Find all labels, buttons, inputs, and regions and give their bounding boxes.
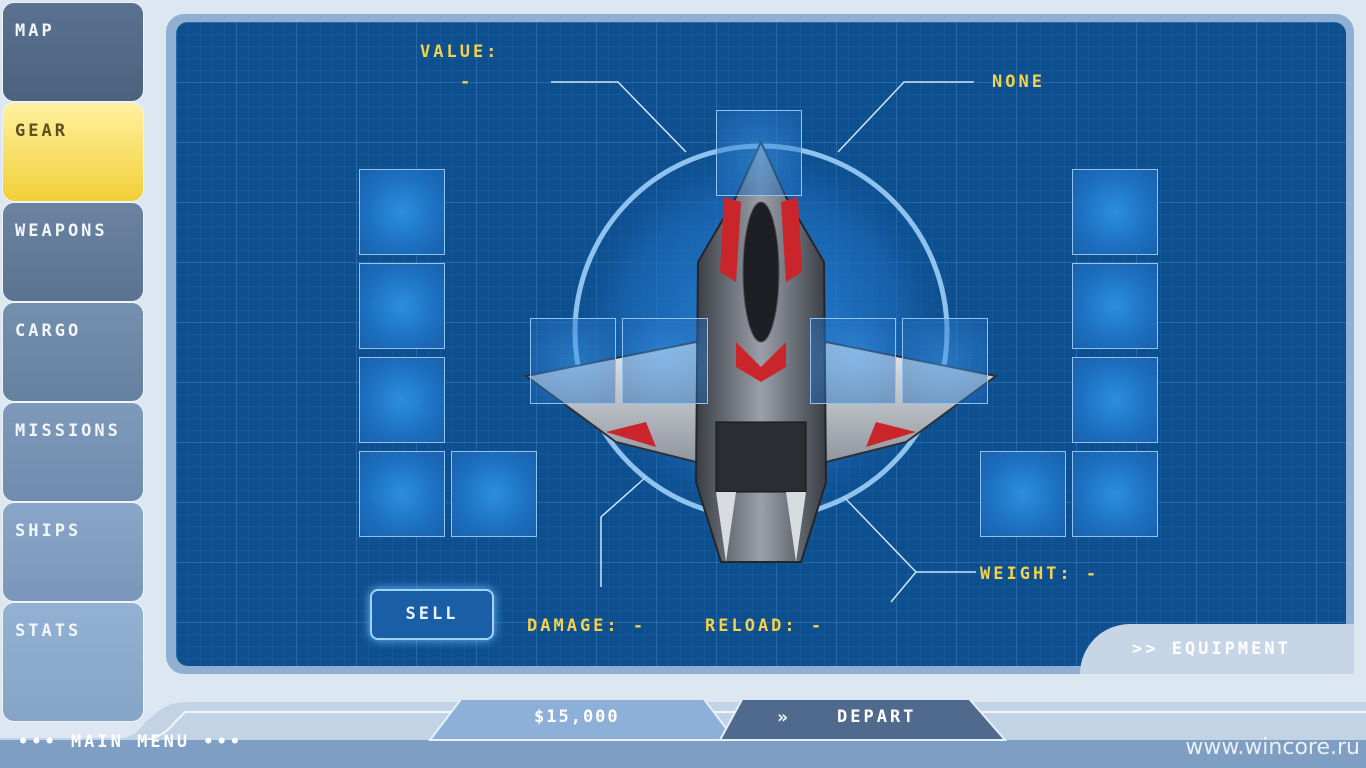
damage-label: DAMAGE: -: [527, 616, 647, 636]
inventory-slot[interactable]: [980, 451, 1066, 537]
equipment-tab-label: >> EQUIPMENT: [1132, 639, 1291, 659]
value-label: VALUE:: [420, 42, 500, 62]
ship-cockpit: [742, 201, 780, 343]
connector-lines: [551, 81, 976, 603]
depart-button[interactable]: » DEPART: [745, 694, 1005, 740]
slot-right-wing-outer[interactable]: [902, 318, 988, 404]
double-chevron-right-icon: »: [777, 707, 788, 728]
inventory-slot[interactable]: [359, 451, 445, 537]
tab-gear[interactable]: GEAR: [2, 102, 144, 202]
tab-map[interactable]: MAP: [2, 2, 144, 102]
tab-weapons[interactable]: WEAPONS: [2, 202, 144, 302]
tab-ships-label: SHIPS: [15, 521, 82, 541]
tab-gear-label: GEAR: [15, 121, 68, 141]
sell-button[interactable]: SELL: [370, 589, 494, 640]
slot-right-wing-inner[interactable]: [810, 318, 896, 404]
inventory-slot[interactable]: [1072, 169, 1158, 255]
value-text: -: [460, 72, 474, 92]
inventory-slot[interactable]: [359, 169, 445, 255]
tab-weapons-label: WEAPONS: [15, 221, 108, 241]
bottom-bar-shape: [0, 700, 1366, 768]
ship-left-wing-stripe: [606, 422, 656, 447]
ship-right-fin: [786, 492, 806, 562]
equipment-tab[interactable]: >> EQUIPMENT: [1080, 624, 1354, 674]
ship-right-stripe: [781, 197, 802, 282]
tab-stats[interactable]: STATS: [2, 602, 144, 722]
ship-engine-block: [715, 421, 807, 493]
inventory-slot[interactable]: [359, 263, 445, 349]
ship-left-fin: [716, 492, 736, 562]
slot-left-wing-inner[interactable]: [622, 318, 708, 404]
weight-label: WEIGHT: -: [980, 564, 1100, 584]
ship-left-stripe: [720, 197, 741, 282]
slot-nose[interactable]: [716, 110, 802, 196]
slot-left-wing-outer[interactable]: [530, 318, 616, 404]
inventory-slot[interactable]: [359, 357, 445, 443]
tab-stats-label: STATS: [15, 621, 82, 641]
inventory-slot[interactable]: [1072, 357, 1158, 443]
money-display: $15,000: [534, 707, 620, 727]
tab-ships[interactable]: SHIPS: [2, 502, 144, 602]
inventory-slot[interactable]: [1072, 451, 1158, 537]
money-tab-shape: [427, 700, 738, 741]
depart-label: DEPART: [837, 707, 917, 727]
tab-map-label: MAP: [15, 21, 55, 41]
inventory-slot[interactable]: [451, 451, 537, 537]
tab-cargo[interactable]: CARGO: [2, 302, 144, 402]
main-menu-button[interactable]: ••• MAIN MENU •••: [18, 732, 243, 752]
item-name: NONE: [992, 72, 1045, 92]
ship-center-stripe: [736, 342, 786, 382]
tab-cargo-label: CARGO: [15, 321, 82, 341]
ship-right-wing-stripe: [866, 422, 916, 447]
inventory-slot[interactable]: [1072, 263, 1158, 349]
reload-label: RELOAD: -: [705, 616, 825, 636]
blueprint-panel: [176, 22, 1346, 666]
depart-tab-shape: [718, 700, 1008, 741]
watermark: www.wincore.ru: [1185, 735, 1360, 760]
tab-missions[interactable]: MISSIONS: [2, 402, 144, 502]
tab-missions-label: MISSIONS: [15, 421, 121, 441]
bottom-bar: ••• MAIN MENU ••• $15,000 » DEPART www.w…: [0, 700, 1366, 768]
